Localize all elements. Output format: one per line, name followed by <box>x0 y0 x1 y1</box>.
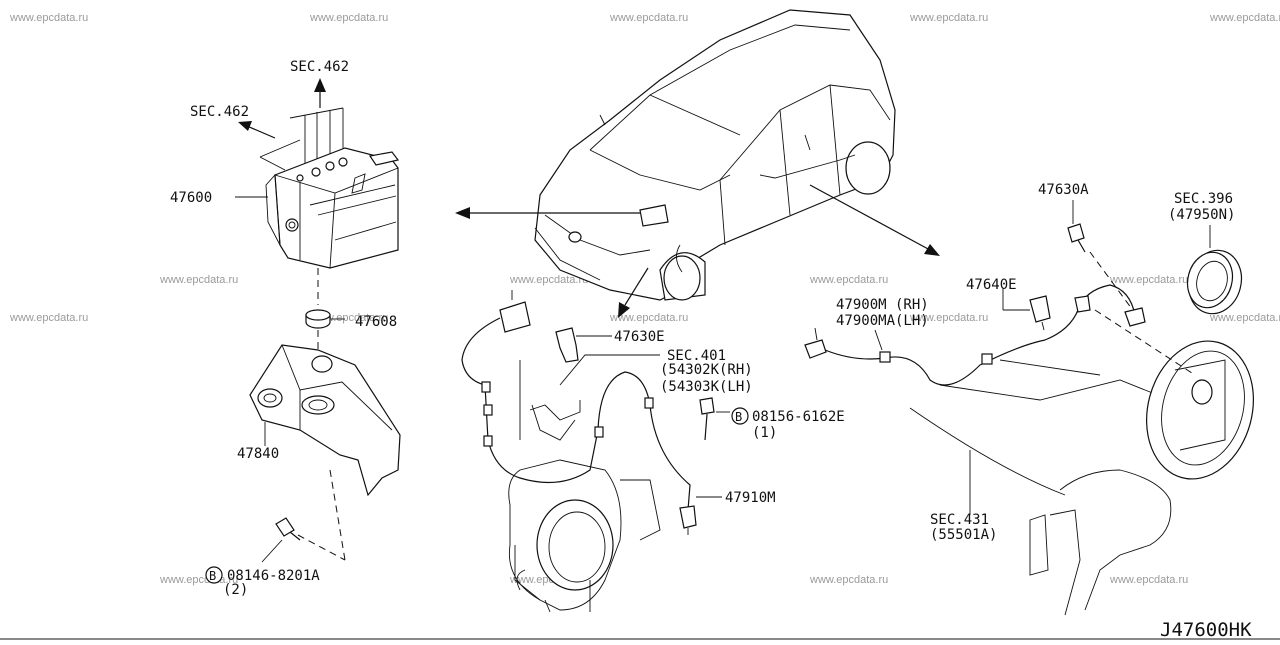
bolt-08156-drawing <box>699 397 730 441</box>
label-bolt-08146[interactable]: 08146-8201A <box>227 568 320 584</box>
bolt-marker-letter: B <box>209 569 216 583</box>
watermark: www.epcdata.ru <box>1209 312 1280 324</box>
label-part-47900ma[interactable]: 47900MA(LH) <box>836 313 929 329</box>
bolt-47630a-drawing <box>1067 200 1086 253</box>
watermark: www.epcdata.ru <box>909 12 988 24</box>
label-sec401[interactable]: SEC.401 <box>667 348 726 364</box>
label-part-47630a[interactable]: 47630A <box>1038 182 1089 198</box>
watermark: www.epcdata.ru <box>1109 274 1188 286</box>
bolt-marker-letter: B <box>735 410 742 424</box>
label-sec431[interactable]: SEC.431 <box>930 512 989 528</box>
watermark: www.epcdata.ru <box>909 312 988 324</box>
watermark: www.epcdata.ru <box>609 12 688 24</box>
bracket-47840-drawing <box>249 344 401 561</box>
label-sec396[interactable]: SEC.396 <box>1174 191 1233 207</box>
watermark: www.epcdata.ru <box>309 12 388 24</box>
label-part-47640e[interactable]: 47640E <box>966 277 1017 293</box>
callout-labels: SEC.462 SEC.462 47600 47608 47840 B 0814… <box>170 59 1252 641</box>
label-part-47950n[interactable]: (47950N) <box>1168 207 1235 223</box>
label-sec462-top[interactable]: SEC.462 <box>290 59 349 75</box>
watermark: www.epcdata.ru <box>609 312 688 324</box>
watermark: www.epcdata.ru <box>9 312 88 324</box>
watermark: www.epcdata.ru <box>1209 12 1280 24</box>
clip-47630e-drawing <box>555 327 612 363</box>
label-part-55501a[interactable]: (55501A) <box>930 527 997 543</box>
rear-sensor-harness-drawing <box>804 284 1146 386</box>
label-bolt-08156-qty: (1) <box>752 425 777 441</box>
label-part-54302k[interactable]: (54302K(RH) <box>660 362 753 378</box>
arrow-to-front-sensor <box>618 267 649 318</box>
vehicle-drawing <box>534 9 896 301</box>
arrow-sec462-left <box>238 121 276 139</box>
arrow-to-actuator <box>455 207 640 219</box>
watermark: www.epcdata.ru <box>9 12 88 24</box>
watermark: www.epcdata.ru <box>809 574 888 586</box>
bolt-marker-2: B <box>731 407 749 425</box>
label-part-54303k[interactable]: (54303K(LH) <box>660 379 753 395</box>
label-sec462-left[interactable]: SEC.462 <box>190 104 249 120</box>
label-part-47600[interactable]: 47600 <box>170 190 212 206</box>
front-sensor-harness-drawing <box>461 290 722 535</box>
watermark: www.epcdata.ru <box>809 274 888 286</box>
watermark: www.epcdata.ru <box>509 274 588 286</box>
arrow-sec462-top <box>314 78 326 108</box>
label-part-47840[interactable]: 47840 <box>237 446 279 462</box>
label-part-47630e[interactable]: 47630E <box>614 329 665 345</box>
label-part-47900m[interactable]: 47900M (RH) <box>836 297 929 313</box>
label-bolt-08156[interactable]: 08156-6162E <box>752 409 845 425</box>
diagram-code: J47600HK <box>1160 619 1252 640</box>
watermark-layer: www.epcdata.ru www.epcdata.ru www.epcdat… <box>9 12 1280 586</box>
arrow-to-rear-sensor <box>809 184 940 256</box>
abs-actuator-drawing <box>259 107 400 269</box>
label-part-47608[interactable]: 47608 <box>355 314 397 330</box>
label-part-47910m[interactable]: 47910M <box>725 490 776 506</box>
watermark: www.epcdata.ru <box>159 274 238 286</box>
label-bolt-08146-qty: (2) <box>223 582 248 598</box>
rear-axle-drawing <box>909 251 1254 616</box>
watermark: www.epcdata.ru <box>1109 574 1188 586</box>
front-knuckle-drawing <box>508 360 661 613</box>
clip-47640e-drawing <box>1002 288 1051 331</box>
bolt-marker-1: B <box>205 566 223 584</box>
grommet-47608-drawing <box>305 268 345 352</box>
sensor-rotor-drawing <box>1186 225 1243 315</box>
bolt-08146-drawing <box>261 517 301 563</box>
